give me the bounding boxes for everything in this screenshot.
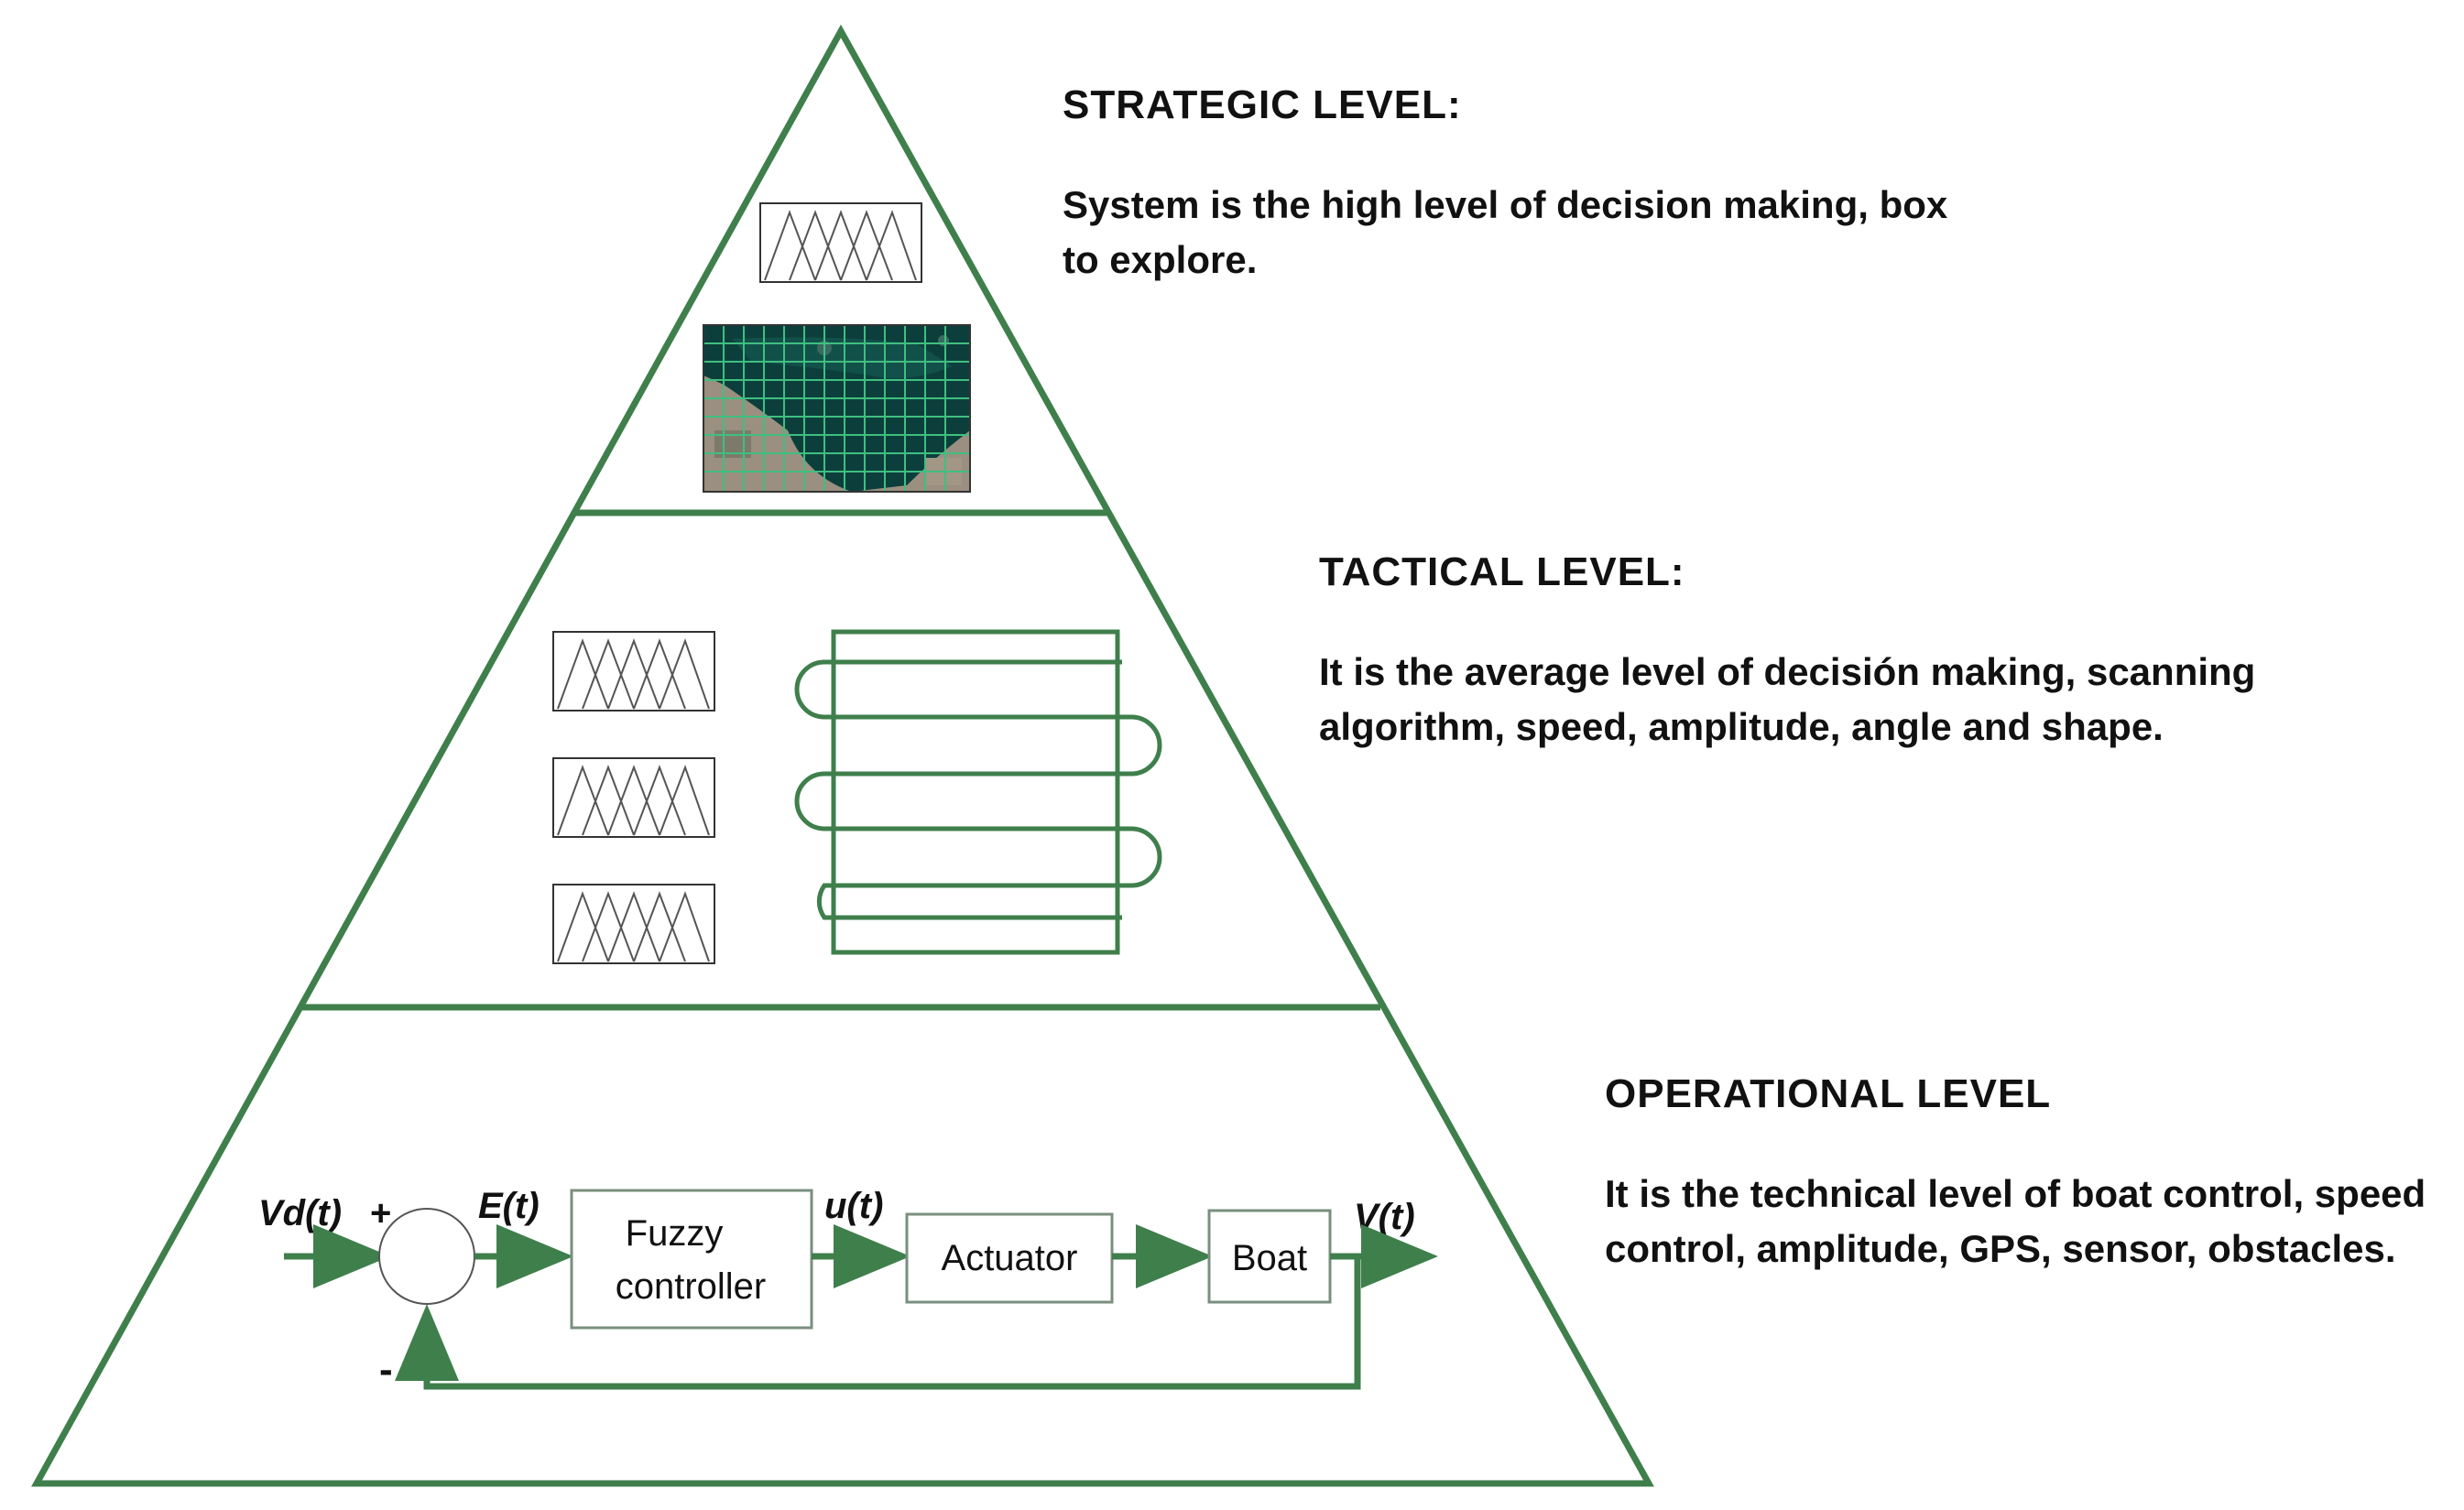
actuator-block — [905, 1212, 1114, 1304]
control-signal-label: u(t) — [824, 1186, 883, 1226]
fuzzy-controller-block — [570, 1189, 813, 1330]
tactical-membership-functions-icon-1 — [552, 631, 715, 712]
tactical-level-title: TACTICAL LEVEL: — [1319, 549, 1685, 594]
exploration-map-image — [703, 324, 971, 493]
pyramid — [31, 24, 1654, 1487]
strategic-level-text: STRATEGIC LEVEL: System is the high leve… — [1063, 82, 1979, 288]
summing-junction — [378, 1208, 475, 1305]
fuzzy-controller-label-line2: controller — [616, 1266, 767, 1307]
input-signal-label: Vd(t) — [258, 1193, 342, 1233]
boat-label: Boat — [1232, 1238, 1307, 1278]
tactical-level-text: TACTICAL LEVEL: It is the average level … — [1319, 549, 2327, 755]
boat-block — [1207, 1209, 1332, 1304]
error-signal-label: E(t) — [478, 1186, 540, 1226]
strategic-level-title: STRATEGIC LEVEL: — [1063, 82, 1462, 127]
control-loop-diagram: Vd(t) + E(t) Fuzzy controller u(t) Actua… — [258, 1186, 1438, 1392]
actuator-label: Actuator — [942, 1238, 1078, 1278]
operational-level-description: It is the technical level of boat contro… — [1605, 1172, 2426, 1270]
strategic-membership-functions-icon — [759, 202, 922, 283]
plus-sign-label: + — [370, 1193, 391, 1233]
strategic-level-description: System is the high level of decision mak… — [1063, 183, 1948, 281]
operational-level-text: OPERATIONAL LEVEL It is the technical le… — [1605, 1071, 2457, 1276]
tactical-level-description: It is the average level of decisión maki… — [1319, 650, 2256, 748]
tactical-membership-functions-icon-3 — [552, 884, 715, 964]
fuzzy-controller-label-line1: Fuzzy — [626, 1213, 724, 1254]
pyramid-outline — [31, 24, 1654, 1487]
tactical-membership-functions-icon-2 — [552, 757, 715, 838]
output-signal-label: V(t) — [1354, 1197, 1415, 1237]
feedback-path — [395, 1256, 1361, 1390]
minus-sign-label: - — [379, 1347, 393, 1392]
scanning-path-icon — [794, 629, 1162, 955]
operational-level-title: OPERATIONAL LEVEL — [1605, 1071, 2052, 1116]
